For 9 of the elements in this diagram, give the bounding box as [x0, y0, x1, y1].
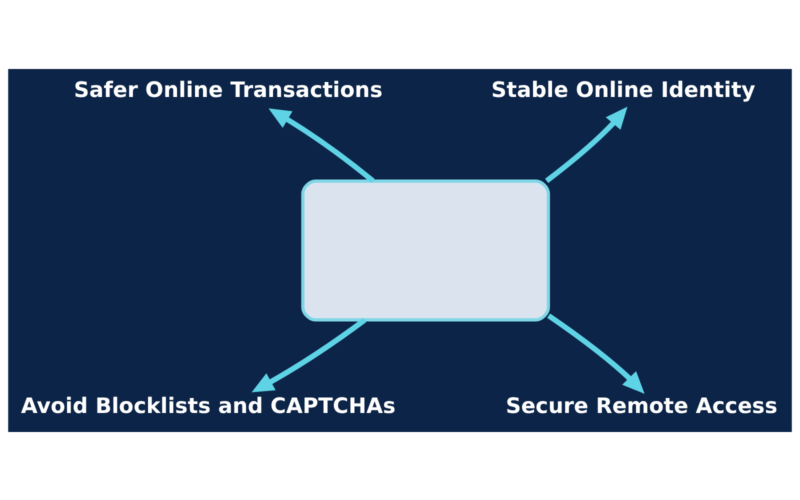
node-box: [301, 179, 550, 321]
arrow: [547, 312, 645, 394]
arrow: [252, 317, 366, 392]
node-text: Stable Online Identity: [491, 77, 756, 102]
node-text: Avoid Blocklists and CAPTCHAs: [20, 393, 396, 418]
node-text: Secure Remote Access: [506, 393, 778, 418]
arrow: [545, 106, 628, 183]
arrow: [268, 108, 375, 182]
node-text: Safer Online Transactions: [74, 77, 383, 102]
